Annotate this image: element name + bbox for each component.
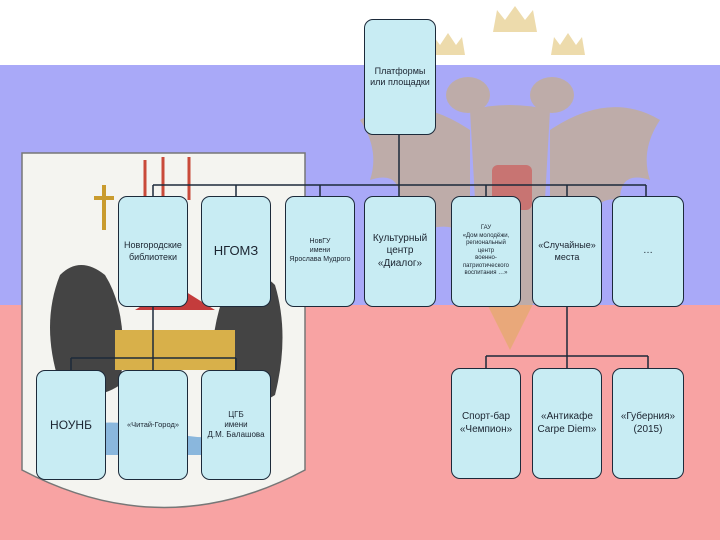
node-sport-bar-champion: Спорт-бар «Чемпион» — [451, 368, 521, 479]
node-label: НГОМЗ — [213, 243, 259, 259]
node-label: НОУНБ — [50, 417, 92, 432]
node-guberniya: «Губерния» (2015) — [612, 368, 684, 479]
node-root-platforms: Платформы или площадки — [364, 19, 436, 135]
node-chitay-gorod: «Читай-Город» — [118, 370, 188, 480]
node-label: НовГУ имени Ярослава Мудрого — [289, 238, 351, 263]
node-nounb: НОУНБ — [36, 370, 106, 480]
node-cultural-center-dialog: Культурный центр «Диалог» — [364, 196, 436, 307]
node-label: «Антикафе Carpe Diem» — [537, 411, 597, 435]
node-etc: … — [612, 196, 684, 307]
node-label: «Читай-Город» — [126, 420, 180, 430]
node-label: … — [643, 245, 653, 257]
node-label: Платформы или площадки — [370, 65, 430, 87]
node-novgu: НовГУ имени Ярослава Мудрого — [285, 196, 355, 307]
node-label: Культурный центр «Диалог» — [372, 232, 428, 269]
node-cgb-balashov: ЦГБ имени Д.М. Балашова — [201, 370, 271, 480]
flag-white-band — [0, 0, 720, 65]
node-novgorod-libraries: Новгородские библиотеки — [118, 196, 188, 307]
node-label: «Губерния» (2015) — [620, 411, 676, 435]
node-label: ГАУ «Дом молодёжи, региональный центр во… — [462, 225, 510, 277]
node-label: ЦГБ имени Д.М. Балашова — [207, 410, 265, 439]
node-anticafe-carpe-diem: «Антикафе Carpe Diem» — [532, 368, 602, 479]
node-gau-youth-house: ГАУ «Дом молодёжи, региональный центр во… — [451, 196, 521, 307]
node-random-places: «Случайные» места — [532, 196, 602, 307]
node-label: Новгородские библиотеки — [124, 240, 182, 262]
node-label: Спорт-бар «Чемпион» — [459, 411, 513, 435]
node-ngomz: НГОМЗ — [201, 196, 271, 307]
node-label: «Случайные» места — [538, 240, 596, 262]
